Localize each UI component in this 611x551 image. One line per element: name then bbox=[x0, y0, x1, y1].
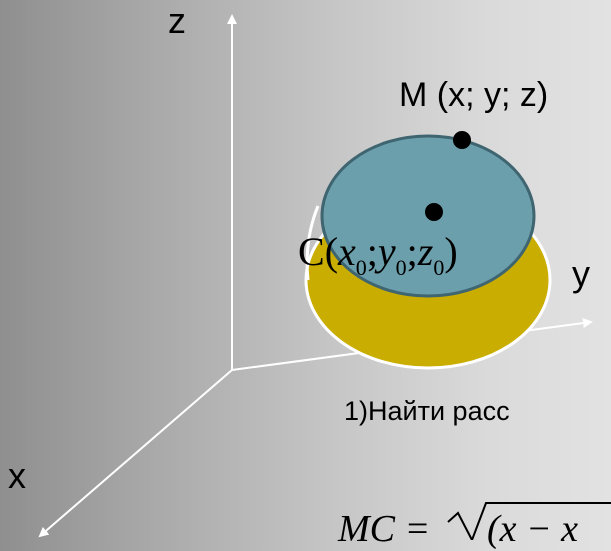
step-instruction-text: 1)Найти расс bbox=[344, 396, 510, 426]
sqrt-sign bbox=[447, 502, 611, 540]
point-c-z: z bbox=[417, 229, 434, 274]
point-c-dot bbox=[425, 203, 443, 221]
formula-rhs: (x − x bbox=[487, 508, 579, 550]
point-c-y: y bbox=[377, 229, 396, 274]
point-c-z-sub: 0 bbox=[433, 255, 445, 280]
x-axis-label: x bbox=[8, 455, 26, 496]
z-axis-label: z bbox=[168, 0, 186, 41]
x-axis bbox=[38, 369, 233, 538]
point-c-open-paren: ( bbox=[324, 229, 339, 274]
point-m-label: M (x; y; z) bbox=[399, 76, 549, 114]
formula-lhs: MC = bbox=[338, 508, 431, 550]
sphere-left-outline bbox=[305, 205, 320, 281]
point-c-label: C(x0;y0;z0) bbox=[298, 228, 458, 281]
point-m-dot bbox=[453, 131, 471, 149]
point-c-sep-2: ; bbox=[406, 229, 418, 274]
point-c-y-sub: 0 bbox=[395, 255, 407, 280]
point-c-sep-1: ; bbox=[366, 229, 378, 274]
point-c-letter: C bbox=[298, 229, 325, 274]
point-c-close-paren: ) bbox=[444, 229, 458, 274]
y-axis-label: y bbox=[572, 253, 590, 294]
point-c-x: x bbox=[338, 229, 356, 274]
point-c-x-sub: 0 bbox=[355, 255, 367, 280]
